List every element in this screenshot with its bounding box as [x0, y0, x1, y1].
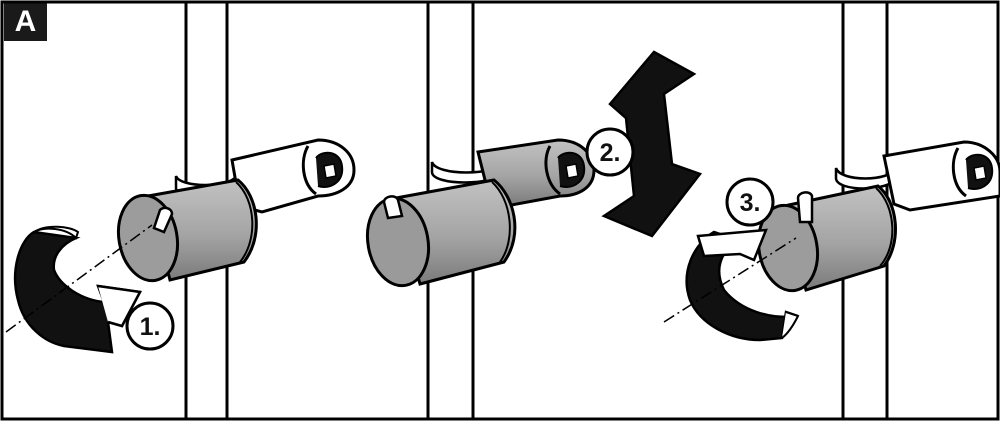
holder-step-1	[116, 138, 356, 283]
panel-label: A	[4, 3, 47, 41]
step-badge-1: 1.	[125, 301, 175, 351]
vertical-double-arrow	[601, 50, 703, 238]
holder-step-3	[756, 140, 1000, 293]
step-badge-3: 3.	[725, 177, 775, 227]
step-label-3: 3.	[740, 189, 761, 217]
step-badge-2: 2.	[585, 127, 635, 177]
rotate-arrow-loosen	[13, 225, 142, 354]
rotate-arrow-tighten	[685, 228, 800, 342]
axis-line-3	[663, 237, 797, 323]
step-label-2: 2.	[600, 139, 621, 167]
axis-line-1	[5, 224, 153, 333]
holder-step-2	[365, 138, 596, 288]
step-label-1: 1.	[140, 313, 161, 341]
